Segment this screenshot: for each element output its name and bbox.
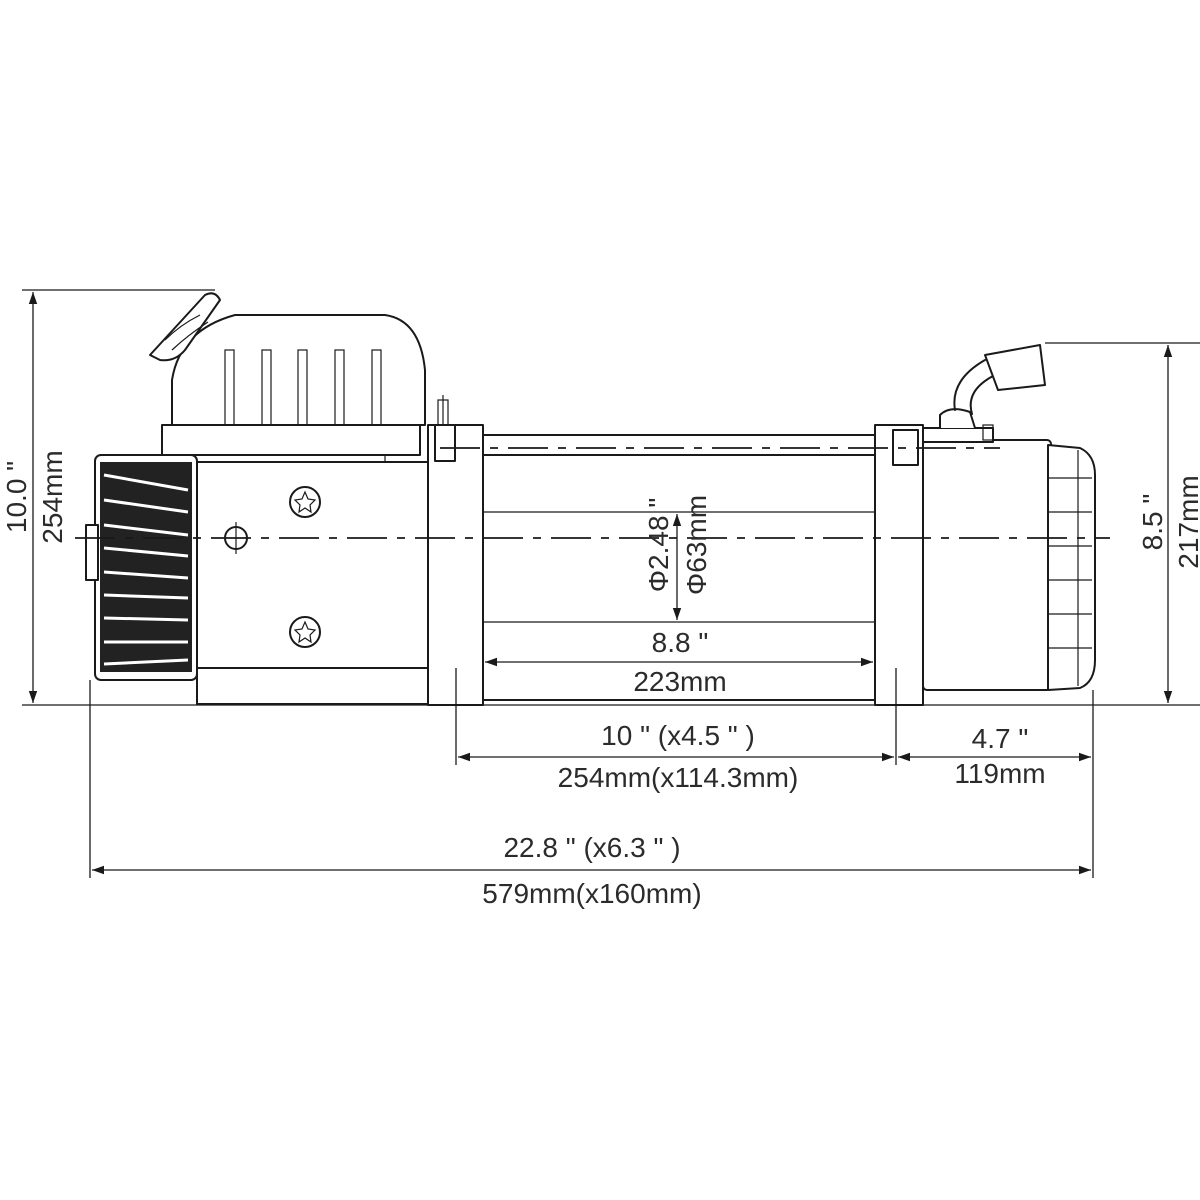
drum-length-mm-label: 223mm: [633, 666, 726, 697]
dim-height-total: 10.0 " 254mm: [1, 292, 68, 703]
socket-plug: [149, 292, 221, 362]
dim-drum-diameter: Φ2.48 " Φ63mm: [643, 495, 712, 620]
height-motor-mm-label: 217mm: [1173, 475, 1200, 568]
winch-body: [85, 292, 1096, 706]
dim-motor-length: 4.7 " 119mm: [898, 723, 1091, 789]
right-end-bearing: [874, 424, 924, 706]
left-end-bearing: [427, 395, 484, 706]
motor: [922, 344, 1096, 691]
screw-icon: [289, 486, 321, 518]
dim-mount-spacing: 10 " (x4.5 " ) 254mm(x114.3mm): [458, 720, 894, 793]
dim-overall-length: 22.8 " (x6.3 " ) 579mm(x160mm): [92, 832, 1091, 909]
drum-diameter-inch-label: Φ2.48 ": [643, 498, 674, 593]
motor-length-mm-label: 119mm: [954, 758, 1045, 789]
drum: [482, 434, 876, 701]
mount-spacing-inch-label: 10 " (x4.5 " ): [601, 720, 755, 751]
clutch-knob: [85, 454, 198, 681]
overall-length-inch-label: 22.8 " (x6.3 " ): [503, 832, 680, 863]
drum-diameter-mm-label: Φ63mm: [681, 495, 712, 595]
height-motor-inch-label: 8.5 ": [1137, 494, 1168, 551]
control-box: [161, 314, 441, 463]
construction-lines: [22, 289, 1200, 878]
height-total-mm-label: 254mm: [37, 450, 68, 543]
height-total-inch-label: 10.0 ": [1, 461, 32, 533]
mount-spacing-mm-label: 254mm(x114.3mm): [558, 762, 799, 793]
drum-length-inch-label: 8.8 ": [652, 627, 709, 658]
dim-height-motor: 8.5 " 217mm: [1137, 345, 1200, 703]
overall-length-mm-label: 579mm(x160mm): [482, 878, 701, 909]
motor-length-inch-label: 4.7 ": [972, 723, 1029, 754]
screw-icon: [289, 616, 321, 648]
dim-drum-length: 8.8 " 223mm: [485, 627, 873, 697]
